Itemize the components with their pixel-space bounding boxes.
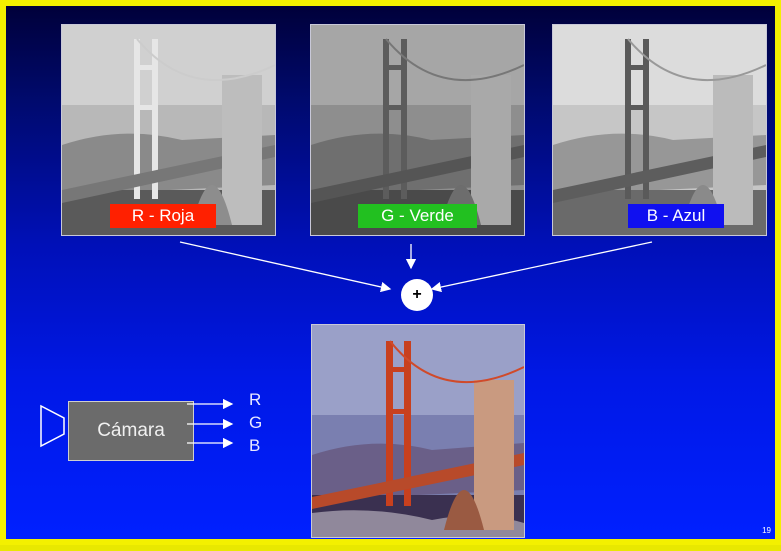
output-letter-r: R	[249, 390, 262, 409]
blue-channel-label: B - Azul	[628, 204, 724, 228]
green-channel-label: G - Verde	[358, 204, 477, 228]
arrow-red-to-plus	[179, 241, 392, 293]
camera-lens-icon	[40, 404, 65, 448]
blue-channel-photo	[552, 24, 767, 236]
camera-box: Cámara	[68, 401, 194, 461]
combine-plus-symbol: +	[401, 279, 433, 311]
page-number: 19	[762, 526, 771, 535]
arrow-blue-to-plus	[430, 241, 653, 293]
red-channel-label: R - Roja	[110, 204, 216, 228]
output-letter-g: G	[249, 413, 263, 432]
green-channel-photo	[310, 24, 525, 236]
red-channel-photo	[61, 24, 276, 236]
combined-color-photo	[311, 324, 525, 538]
output-letter-b: B	[249, 436, 261, 455]
